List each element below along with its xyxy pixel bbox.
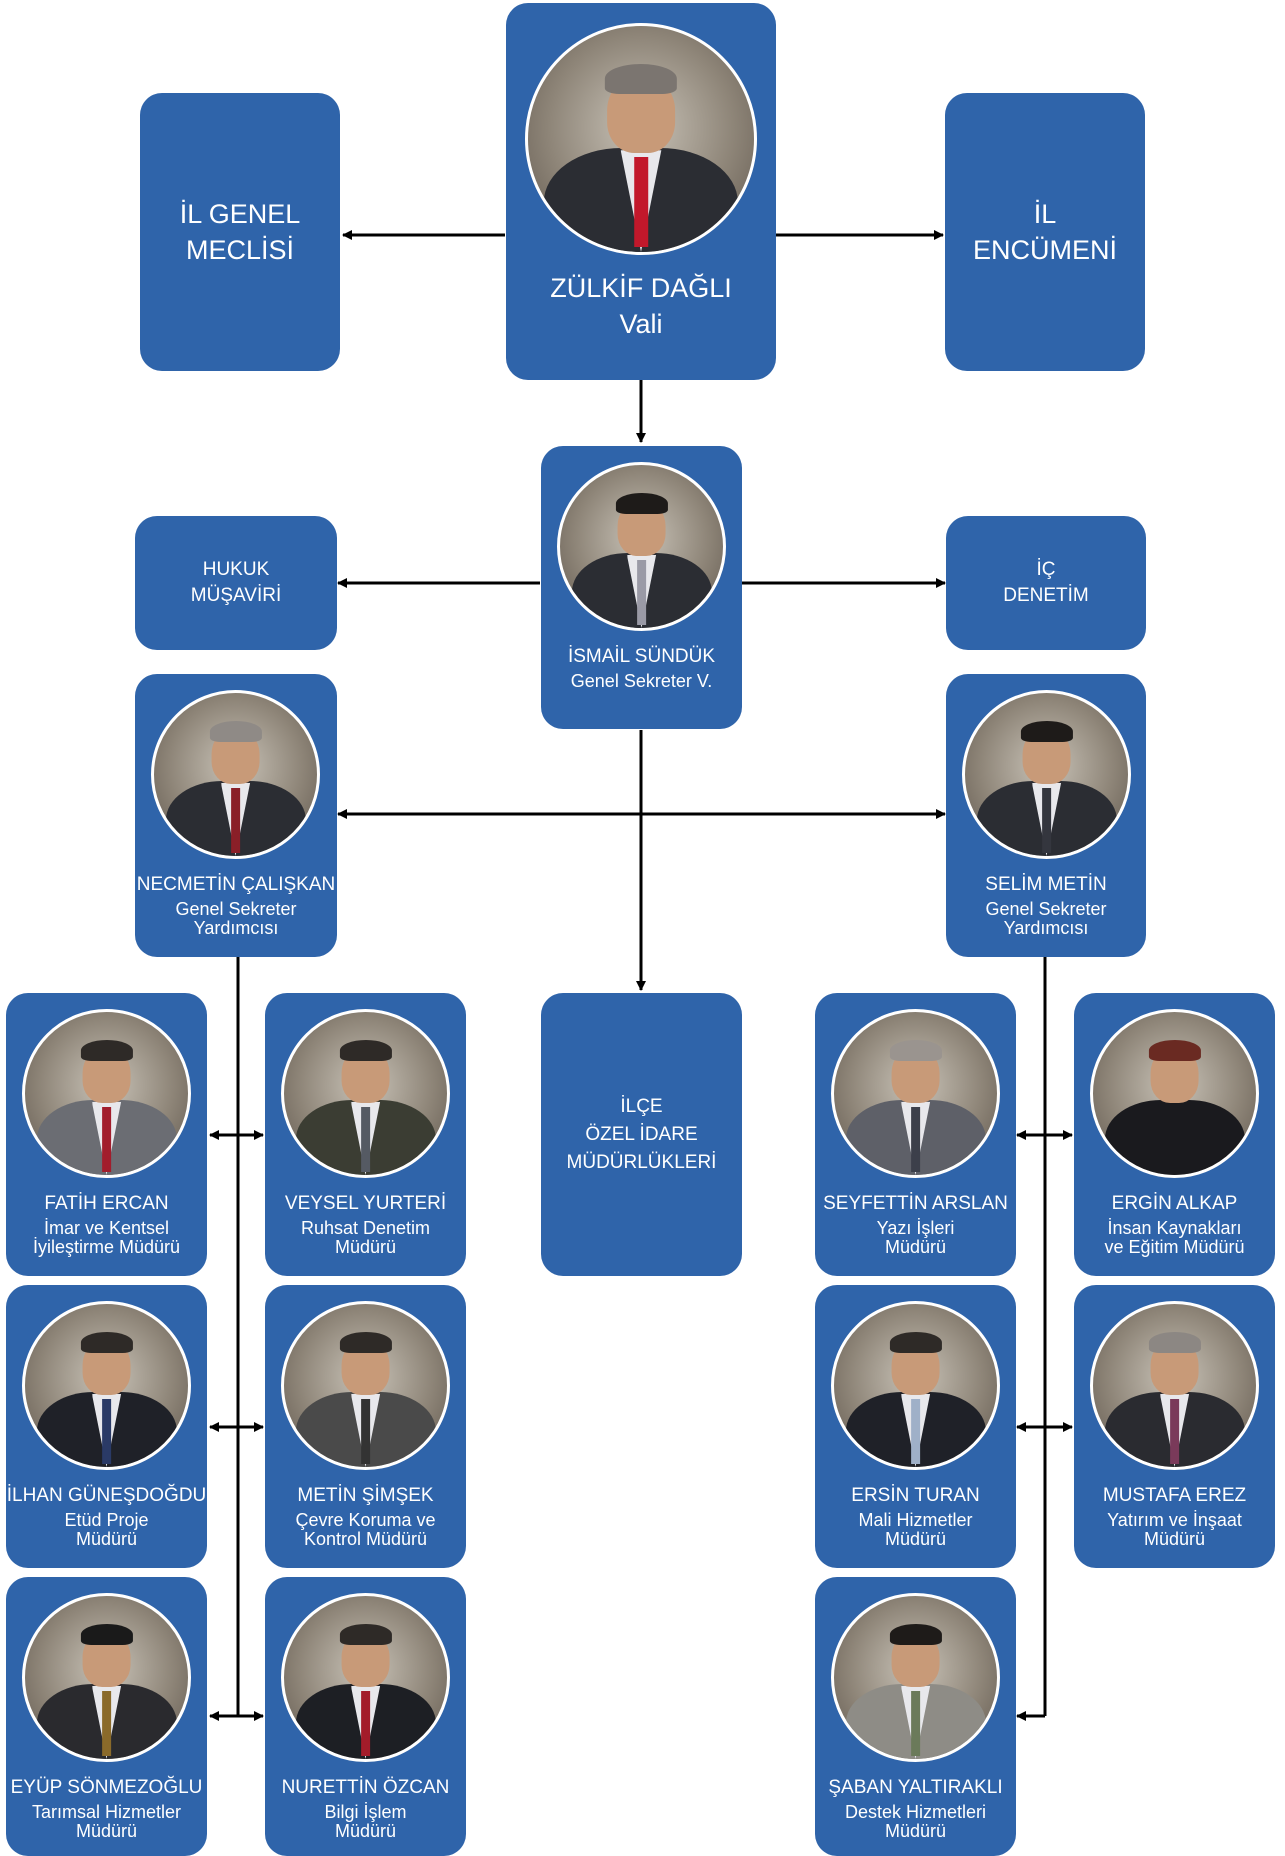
governor-name: ZÜLKİF DAĞLI xyxy=(550,273,732,303)
il-encumeni-line1: İL xyxy=(1033,199,1057,229)
director-name: VEYSEL YURTERİ xyxy=(284,1193,447,1214)
director-name: ERGİN ALKAP xyxy=(1111,1193,1238,1214)
director-photo xyxy=(281,1301,450,1470)
deputy-right-box: SELİM METİN Genel Sekreter Yardımcısı xyxy=(946,674,1146,957)
director-title2: Müdürü xyxy=(884,1237,947,1257)
director-card-nurettin: NURETTİN ÖZCAN Bilgi İşlem Müdürü xyxy=(265,1577,466,1856)
director-photo xyxy=(22,1009,191,1178)
secretary-title: Genel Sekreter V. xyxy=(570,671,713,691)
il-genel-meclisi-line2: MECLİSİ xyxy=(185,235,295,265)
director-photo xyxy=(831,1593,1000,1762)
director-card-eyup: EYÜP SÖNMEZOĞLU Tarımsal Hizmetler Müdür… xyxy=(6,1577,207,1856)
director-card-seyfettin: SEYFETTİN ARSLAN Yazı İşleri Müdürü xyxy=(815,993,1016,1276)
director-card-metin: METİN ŞİMŞEK Çevre Koruma ve Kontrol Müd… xyxy=(265,1285,466,1568)
director-photo xyxy=(22,1301,191,1470)
ilce-line3: MÜDÜRLÜKLERİ xyxy=(566,1151,717,1173)
director-title2: Kontrol Müdürü xyxy=(303,1529,428,1549)
director-card-veysel: VEYSEL YURTERİ Ruhsat Denetim Müdürü xyxy=(265,993,466,1276)
director-card-fatih: FATİH ERCAN İmar ve Kentsel İyileştirme … xyxy=(6,993,207,1276)
secretary-photo xyxy=(557,462,726,631)
ic-denetim-line2: DENETİM xyxy=(1003,585,1089,606)
governor-photo xyxy=(525,23,757,255)
ic-denetim-line1: İÇ xyxy=(1036,559,1056,580)
director-title1: Tarımsal Hizmetler xyxy=(31,1802,182,1822)
secretary-box: İSMAİL SÜNDÜK Genel Sekreter V. xyxy=(541,446,742,729)
hukuk-musaviri-box: HUKUK MÜŞAVİRİ xyxy=(135,516,337,650)
director-title1: Bilgi İşlem xyxy=(324,1802,407,1822)
hukuk-line2: MÜŞAVİRİ xyxy=(190,585,282,606)
director-title1: Yazı İşleri xyxy=(876,1218,955,1238)
director-photo xyxy=(831,1301,1000,1470)
deputy-left-name: NECMETİN ÇALIŞKAN xyxy=(136,874,336,895)
director-title2: ve Eğitim Müdürü xyxy=(1104,1237,1245,1257)
director-name: METİN ŞİMŞEK xyxy=(297,1485,434,1506)
director-photo xyxy=(831,1009,1000,1178)
director-photo xyxy=(281,1593,450,1762)
director-name: MUSTAFA EREZ xyxy=(1102,1485,1247,1506)
deputy-left-box: NECMETİN ÇALIŞKAN Genel Sekreter Yardımc… xyxy=(135,674,337,957)
secretary-name: İSMAİL SÜNDÜK xyxy=(567,646,716,667)
director-name: NURETTİN ÖZCAN xyxy=(281,1777,450,1798)
director-photo xyxy=(281,1009,450,1178)
director-title2: Müdürü xyxy=(1143,1529,1206,1549)
ilce-ozel-idare-box: İLÇE ÖZEL İDARE MÜDÜRLÜKLERİ xyxy=(541,993,742,1276)
deputy-right-photo xyxy=(962,690,1131,859)
director-card-ergin: ERGİN ALKAP İnsan Kaynakları ve Eğitim M… xyxy=(1074,993,1275,1276)
director-title2: Müdürü xyxy=(75,1821,138,1841)
deputy-right-title2: Yardımcısı xyxy=(1003,918,1089,938)
il-genel-meclisi-line1: İL GENEL xyxy=(179,199,301,229)
director-title2: Müdürü xyxy=(884,1529,947,1549)
director-title2: İyileştirme Müdürü xyxy=(32,1237,181,1257)
director-name: İLHAN GÜNEŞDOĞDU xyxy=(6,1485,207,1506)
director-photo xyxy=(22,1593,191,1762)
director-title2: Müdürü xyxy=(884,1821,947,1841)
director-title1: Destek Hizmetleri xyxy=(844,1802,987,1822)
director-title1: Yatırım ve İnşaat xyxy=(1107,1510,1242,1530)
director-title2: Müdürü xyxy=(334,1821,397,1841)
director-title1: İnsan Kaynakları xyxy=(1107,1218,1242,1238)
director-card-mustafa: MUSTAFA EREZ Yatırım ve İnşaat Müdürü xyxy=(1074,1285,1275,1568)
director-name: ERSİN TURAN xyxy=(851,1485,980,1506)
director-card-ersin: ERSİN TURAN Mali Hizmetler Müdürü xyxy=(815,1285,1016,1568)
director-title2: Müdürü xyxy=(75,1529,138,1549)
director-name: SEYFETTİN ARSLAN xyxy=(823,1193,1008,1214)
director-title1: Ruhsat Denetim xyxy=(300,1218,431,1238)
deputy-right-title1: Genel Sekreter xyxy=(985,899,1107,919)
deputy-left-title1: Genel Sekreter xyxy=(175,899,297,919)
hukuk-line1: HUKUK xyxy=(202,559,270,580)
il-encumeni-line2: ENCÜMENİ xyxy=(972,235,1117,265)
director-card-saban: ŞABAN YALTIRAKLI Destek Hizmetleri Müdür… xyxy=(815,1577,1016,1856)
il-genel-meclisi-box: İL GENEL MECLİSİ xyxy=(140,93,340,371)
director-name: EYÜP SÖNMEZOĞLU xyxy=(10,1777,203,1798)
director-title2: Müdürü xyxy=(334,1237,397,1257)
ilce-line1: İLÇE xyxy=(620,1095,663,1117)
director-title1: Etüd Proje xyxy=(64,1510,149,1530)
director-title1: Çevre Koruma ve xyxy=(295,1510,436,1530)
director-card-ilhan: İLHAN GÜNEŞDOĞDU Etüd Proje Müdürü xyxy=(6,1285,207,1568)
deputy-left-title2: Yardımcısı xyxy=(193,918,279,938)
ilce-line2: ÖZEL İDARE xyxy=(585,1123,698,1145)
deputy-right-name: SELİM METİN xyxy=(985,874,1107,895)
director-name: FATİH ERCAN xyxy=(44,1193,169,1214)
director-name: ŞABAN YALTIRAKLI xyxy=(828,1777,1003,1798)
governor-title: Vali xyxy=(619,309,663,339)
ic-denetim-box: İÇ DENETİM xyxy=(946,516,1146,650)
director-title1: Mali Hizmetler xyxy=(858,1510,973,1530)
director-photo xyxy=(1090,1009,1259,1178)
il-encumeni-box: İL ENCÜMENİ xyxy=(945,93,1145,371)
deputy-left-photo xyxy=(151,690,320,859)
director-title1: İmar ve Kentsel xyxy=(43,1218,170,1238)
governor-box: ZÜLKİF DAĞLI Vali xyxy=(506,3,776,380)
director-photo xyxy=(1090,1301,1259,1470)
